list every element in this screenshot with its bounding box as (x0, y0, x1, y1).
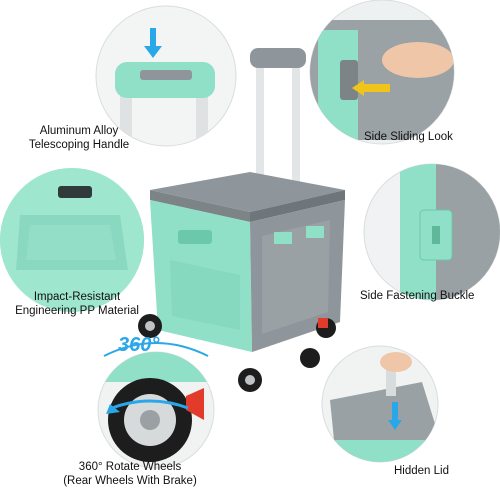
handle-label: Aluminum Alloy Telescoping Handle (14, 124, 144, 152)
wheels-label: 360° Rotate Wheels (Rear Wheels With Bra… (40, 460, 220, 488)
arrow-down-icon (144, 46, 162, 58)
material-detail-circle (0, 168, 144, 312)
buckle-label-text: Side Fastening Buckle (360, 290, 475, 302)
rotate-badge-text: 360° (118, 334, 160, 356)
cart-product-image (138, 48, 345, 392)
lid-label-text: Hidden Lid (394, 465, 449, 477)
handle-label-line1: Aluminum Alloy (39, 125, 119, 137)
arrow-down-icon (388, 420, 402, 430)
buckle-detail-circle (363, 163, 500, 301)
slide-lock-label: Side Sliding Look (364, 130, 453, 144)
brake-pedal-icon (186, 388, 204, 420)
slide-lock-detail-circle (309, 0, 455, 145)
material-label-line1: Impact-Resistant (33, 291, 121, 303)
buckle-label: Side Fastening Buckle (360, 289, 474, 303)
material-label-line2: Engineering PP Material (15, 305, 139, 317)
lid-label: Hidden Lid (394, 464, 449, 478)
wheels-label-line1: 360° Rotate Wheels (78, 461, 182, 473)
wheels-label-line2: (Rear Wheels With Brake) (63, 475, 197, 487)
handle-detail-circle (95, 5, 237, 147)
rotate-badge: 360° (118, 334, 159, 356)
slide-lock-label-text: Side Sliding Look (364, 131, 453, 143)
arrow-left-icon (352, 80, 364, 96)
handle-label-line2: Telescoping Handle (28, 139, 130, 151)
lid-detail-circle (321, 345, 439, 463)
wheel-detail-circle (97, 342, 215, 469)
material-label: Impact-Resistant Engineering PP Material (4, 290, 150, 318)
